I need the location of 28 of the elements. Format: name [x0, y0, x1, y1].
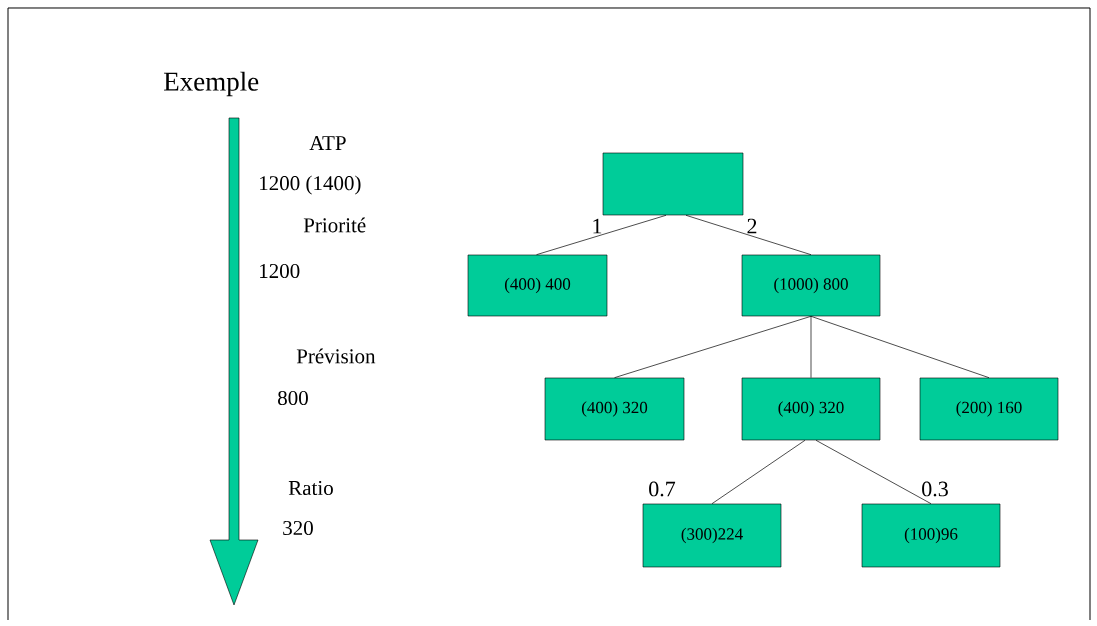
- value-box: (300)224: [642, 503, 782, 568]
- annotation-text: Priorité: [303, 217, 366, 233]
- connector-line: [810, 315, 812, 379]
- annotation-text: 320: [283, 520, 313, 536]
- annotation-text: 1200 (1400): [260, 175, 361, 195]
- annotation-text: Prévision: [296, 348, 376, 364]
- value-box: (400) 320: [741, 377, 881, 441]
- edge-label: 2: [747, 218, 757, 234]
- value-box: (200) 160: [919, 377, 1059, 441]
- value-box: (400) 320: [544, 377, 685, 441]
- empty-box: [602, 152, 744, 216]
- edge-label: 0.7: [649, 481, 676, 497]
- connector-line: [711, 439, 806, 505]
- connector-line: [536, 214, 667, 256]
- edge-label: 0.3: [922, 481, 948, 497]
- connector-line: [614, 315, 812, 379]
- annotation-text: ATP: [309, 136, 346, 150]
- value-box: (400) 400: [467, 254, 608, 317]
- annotation-text: 800: [278, 390, 308, 406]
- value-box: (1000) 800: [741, 254, 881, 317]
- connector-line: [685, 214, 812, 256]
- value-box: (100)96: [861, 503, 1001, 568]
- connector-line: [815, 439, 932, 505]
- edge-label: 1: [593, 218, 602, 234]
- heading: Exemple: [164, 71, 259, 97]
- annotation-text: Ratio: [288, 480, 333, 496]
- connector-line: [810, 315, 990, 379]
- annotation-text: 1200: [260, 263, 300, 279]
